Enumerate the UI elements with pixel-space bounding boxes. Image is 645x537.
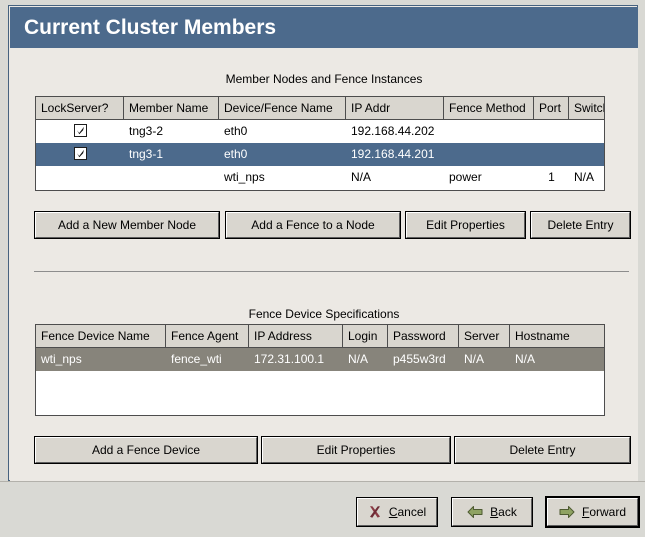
column-header-device-fence-name[interactable]: Device/Fence Name bbox=[219, 97, 346, 120]
fence-delete-entry-button[interactable]: Delete Entry bbox=[454, 436, 631, 464]
add-fence-to-node-button[interactable]: Add a Fence to a Node bbox=[225, 211, 401, 239]
cell-fence-method bbox=[444, 143, 534, 166]
add-fence-device-label: Add a Fence Device bbox=[91, 443, 201, 457]
forward-button-label: Forward bbox=[581, 505, 627, 519]
fence-devices-header-row: Fence Device Name Fence Agent IP Address… bbox=[36, 325, 604, 348]
cell-fence-method bbox=[444, 120, 534, 143]
member-nodes-header-row: LockServer? Member Name Device/Fence Nam… bbox=[36, 97, 604, 120]
table-row[interactable]: tng3-1 eth0 192.168.44.201 bbox=[36, 143, 604, 166]
cell-fence-agent: fence_wti bbox=[171, 352, 222, 366]
druid-content: Member Nodes and Fence Instances LockSer… bbox=[10, 48, 638, 481]
cell-switch bbox=[569, 120, 604, 143]
arrow-left-icon bbox=[467, 505, 483, 519]
cell-port bbox=[534, 143, 569, 166]
cell-member-name bbox=[124, 166, 219, 189]
column-header-server[interactable]: Server bbox=[459, 325, 510, 348]
druid-panel: Current Cluster Members Member Nodes and… bbox=[8, 5, 638, 481]
column-header-fence-method[interactable]: Fence Method bbox=[444, 97, 534, 120]
members-delete-entry-button[interactable]: Delete Entry bbox=[530, 211, 631, 239]
action-area-separator bbox=[0, 481, 645, 482]
add-fence-device-button[interactable]: Add a Fence Device bbox=[34, 436, 258, 464]
add-new-member-node-label: Add a New Member Node bbox=[57, 218, 197, 232]
cell-server: N/A bbox=[464, 352, 485, 366]
add-fence-to-node-label: Add a Fence to a Node bbox=[251, 218, 375, 232]
column-header-member-name[interactable]: Member Name bbox=[124, 97, 219, 120]
page-title: Current Cluster Members bbox=[24, 16, 277, 39]
column-header-lockserver[interactable]: LockServer? bbox=[36, 97, 124, 120]
column-header-fence-device-name[interactable]: Fence Device Name bbox=[36, 325, 166, 348]
cell-device-fence-name: wti_nps bbox=[224, 170, 265, 184]
cell-fence-device-name: wti_nps bbox=[41, 352, 82, 366]
column-header-hostname[interactable]: Hostname bbox=[510, 325, 604, 348]
cell-lockserver[interactable] bbox=[36, 120, 124, 143]
column-header-ip-address[interactable]: IP Address bbox=[249, 325, 343, 348]
fence-section-title: Fence Device Specifications bbox=[248, 307, 400, 321]
cell-switch: N/A bbox=[574, 170, 595, 184]
cell-ip-addr: 192.168.44.201 bbox=[351, 147, 435, 161]
column-header-ip-addr[interactable]: IP Addr bbox=[346, 97, 444, 120]
cell-ip-addr: 192.168.44.202 bbox=[351, 124, 435, 138]
dialog-action-area: Cancel Back Forward bbox=[0, 481, 645, 537]
cell-port bbox=[534, 120, 569, 143]
cell-device-fence-name: eth0 bbox=[224, 147, 248, 161]
cancel-x-icon bbox=[368, 505, 382, 519]
cell-device-fence-name: eth0 bbox=[224, 124, 248, 138]
member-nodes-table[interactable]: LockServer? Member Name Device/Fence Nam… bbox=[35, 96, 605, 191]
cell-port: 1 bbox=[548, 170, 555, 184]
cell-hostname: N/A bbox=[515, 352, 536, 366]
forward-button[interactable]: Forward bbox=[545, 496, 640, 528]
table-row[interactable]: wti_nps fence_wti 172.31.100.1 N/A p455w… bbox=[36, 348, 604, 371]
section-separator bbox=[34, 271, 629, 272]
cell-login: N/A bbox=[348, 352, 369, 366]
column-header-fence-agent[interactable]: Fence Agent bbox=[166, 325, 249, 348]
cell-ip-addr: N/A bbox=[351, 170, 372, 184]
cell-ip-address: 172.31.100.1 bbox=[254, 352, 325, 366]
members-delete-entry-label: Delete Entry bbox=[547, 218, 614, 232]
fence-edit-properties-button[interactable]: Edit Properties bbox=[261, 436, 451, 464]
cell-switch bbox=[569, 143, 604, 166]
column-header-password[interactable]: Password bbox=[388, 325, 459, 348]
cell-fence-method: power bbox=[449, 170, 482, 184]
table-row[interactable]: wti_nps N/A power 1 N/A bbox=[36, 166, 604, 189]
cancel-button-label: Cancel bbox=[388, 505, 427, 519]
members-section-title: Member Nodes and Fence Instances bbox=[225, 72, 423, 86]
fence-devices-table[interactable]: Fence Device Name Fence Agent IP Address… bbox=[35, 324, 605, 416]
cell-password: p455w3rd bbox=[393, 352, 446, 366]
fence-delete-entry-label: Delete Entry bbox=[509, 443, 576, 457]
lockserver-checkbox[interactable] bbox=[73, 147, 87, 161]
lockserver-checkbox[interactable] bbox=[73, 124, 87, 138]
members-edit-properties-button[interactable]: Edit Properties bbox=[405, 211, 526, 239]
column-header-port[interactable]: Port bbox=[534, 97, 569, 120]
cell-member-name: tng3-1 bbox=[129, 147, 164, 161]
cell-lockserver bbox=[36, 166, 124, 189]
fence-edit-properties-label: Edit Properties bbox=[316, 443, 396, 457]
column-header-login[interactable]: Login bbox=[343, 325, 388, 348]
dialog-titlebar: Current Cluster Members bbox=[10, 7, 638, 48]
members-edit-properties-label: Edit Properties bbox=[426, 218, 505, 232]
cell-member-name: tng3-2 bbox=[129, 124, 164, 138]
back-button[interactable]: Back bbox=[451, 497, 533, 527]
back-button-label: Back bbox=[490, 505, 517, 519]
arrow-right-icon bbox=[559, 505, 575, 519]
cell-lockserver[interactable] bbox=[36, 143, 124, 166]
table-row[interactable]: tng3-2 eth0 192.168.44.202 bbox=[36, 120, 604, 143]
column-header-switch[interactable]: Switch bbox=[569, 97, 604, 120]
cancel-button[interactable]: Cancel bbox=[356, 497, 438, 527]
add-new-member-node-button[interactable]: Add a New Member Node bbox=[34, 211, 220, 239]
